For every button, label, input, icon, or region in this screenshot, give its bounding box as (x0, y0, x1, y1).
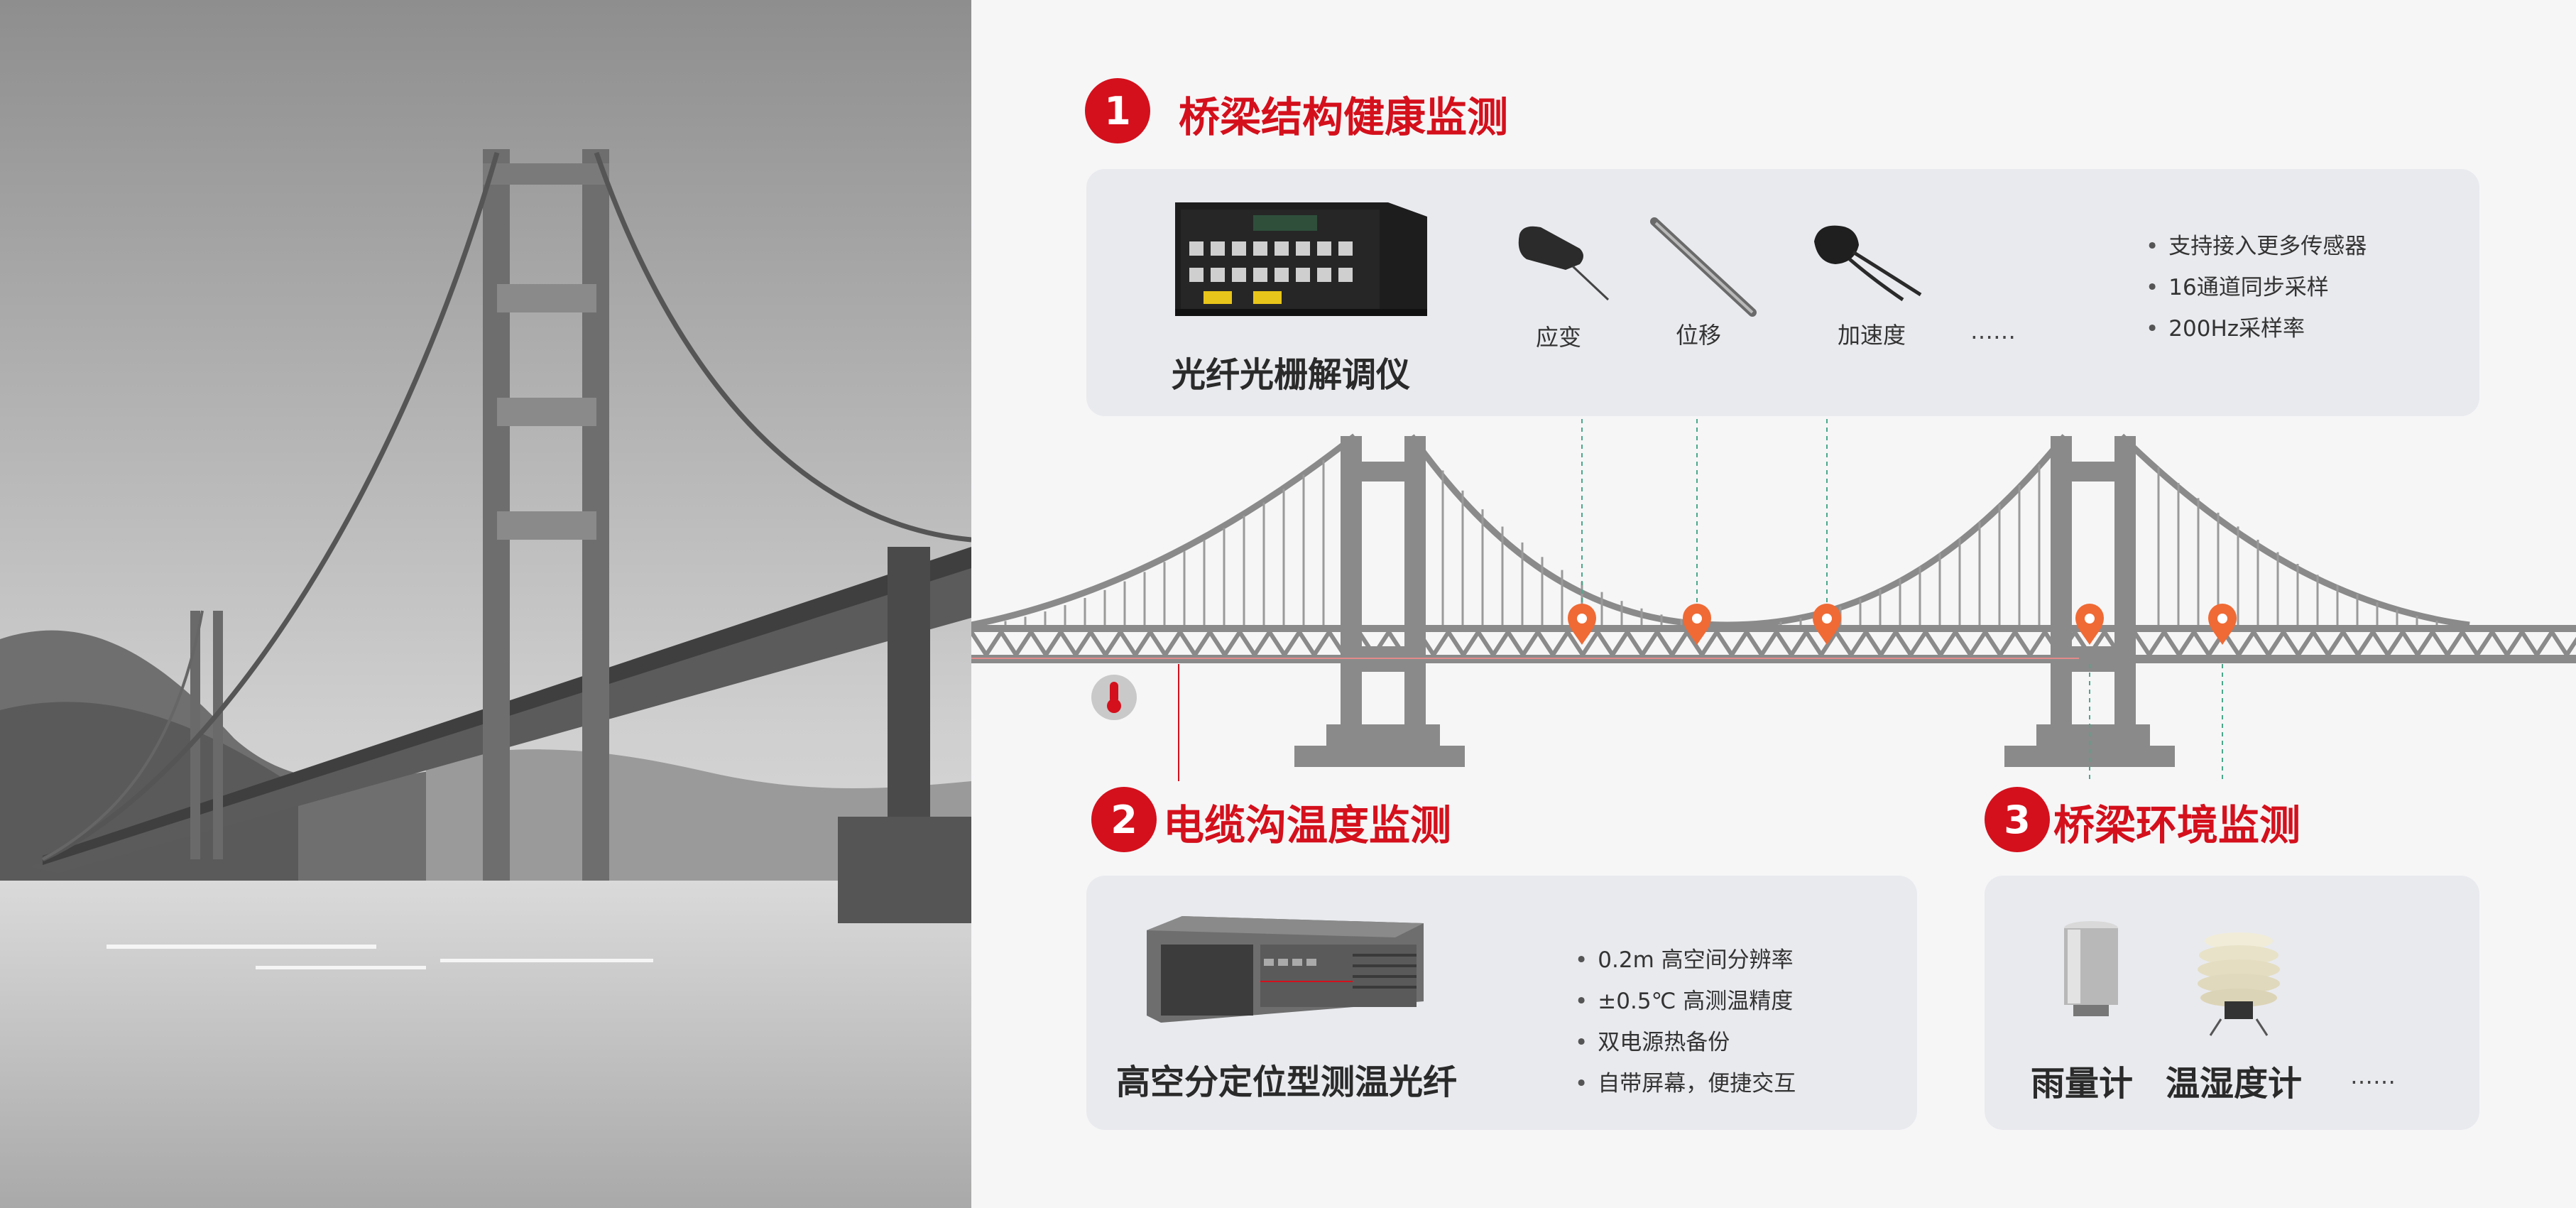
sensor-label-strain: 应变 (1536, 324, 1582, 351)
feature-item: ±0.5℃ 高测温精度 (1575, 981, 1796, 1022)
section3-number: 3 (1985, 787, 2050, 852)
displacement-sensor-icon (1646, 213, 1759, 320)
sensor-label-accel: 加速度 (1838, 322, 1906, 349)
thermometer-icon (1091, 675, 1137, 720)
feature-item: 16通道同步采样 (2146, 267, 2367, 308)
accelerometer-icon (1811, 220, 1924, 305)
rain-gauge-icon (2059, 920, 2123, 1019)
sensor-label-displacement: 位移 (1676, 322, 1722, 349)
fiber-device-icon (1140, 916, 1424, 1023)
bridge-diagram (969, 419, 2576, 788)
fiber-device-name: 高空分定位型测温光纤 (1116, 1062, 1458, 1102)
section1-title: 桥梁结构健康监测 (1179, 93, 1509, 141)
section2-title: 电缆沟温度监测 (1163, 801, 1452, 849)
bridge-photo (0, 0, 971, 1208)
demodulator-name: 光纤光栅解调仪 (1172, 355, 1411, 395)
section1-features: 支持接入更多传感器 16通道同步采样 200Hz采样率 (2146, 226, 2367, 349)
rain-gauge-name: 雨量计 (2031, 1064, 2134, 1104)
section3-title: 桥梁环境监测 (2053, 801, 2301, 849)
feature-item: 支持接入更多传感器 (2146, 226, 2367, 267)
section3-more: …… (2350, 1062, 2396, 1089)
feature-item: 自带屏幕，便捷交互 (1575, 1063, 1796, 1104)
strain-sensor-icon (1512, 220, 1612, 305)
section2-features: 0.2m 高空间分辨率 ±0.5℃ 高测温精度 双电源热备份 自带屏幕，便捷交互 (1575, 940, 1796, 1104)
section1-number: 1 (1085, 78, 1150, 143)
humidity-sensor-icon (2193, 930, 2285, 1037)
sensor-markers (1568, 604, 2237, 645)
humidity-sensor-name: 温湿度计 (2166, 1064, 2303, 1104)
section1-more: …… (1970, 317, 2016, 344)
feature-item: 200Hz采样率 (2146, 308, 2367, 349)
feature-item: 0.2m 高空间分辨率 (1575, 940, 1796, 981)
section2-number: 2 (1091, 787, 1157, 852)
feature-item: 双电源热备份 (1575, 1022, 1796, 1063)
demodulator-icon (1175, 202, 1427, 316)
